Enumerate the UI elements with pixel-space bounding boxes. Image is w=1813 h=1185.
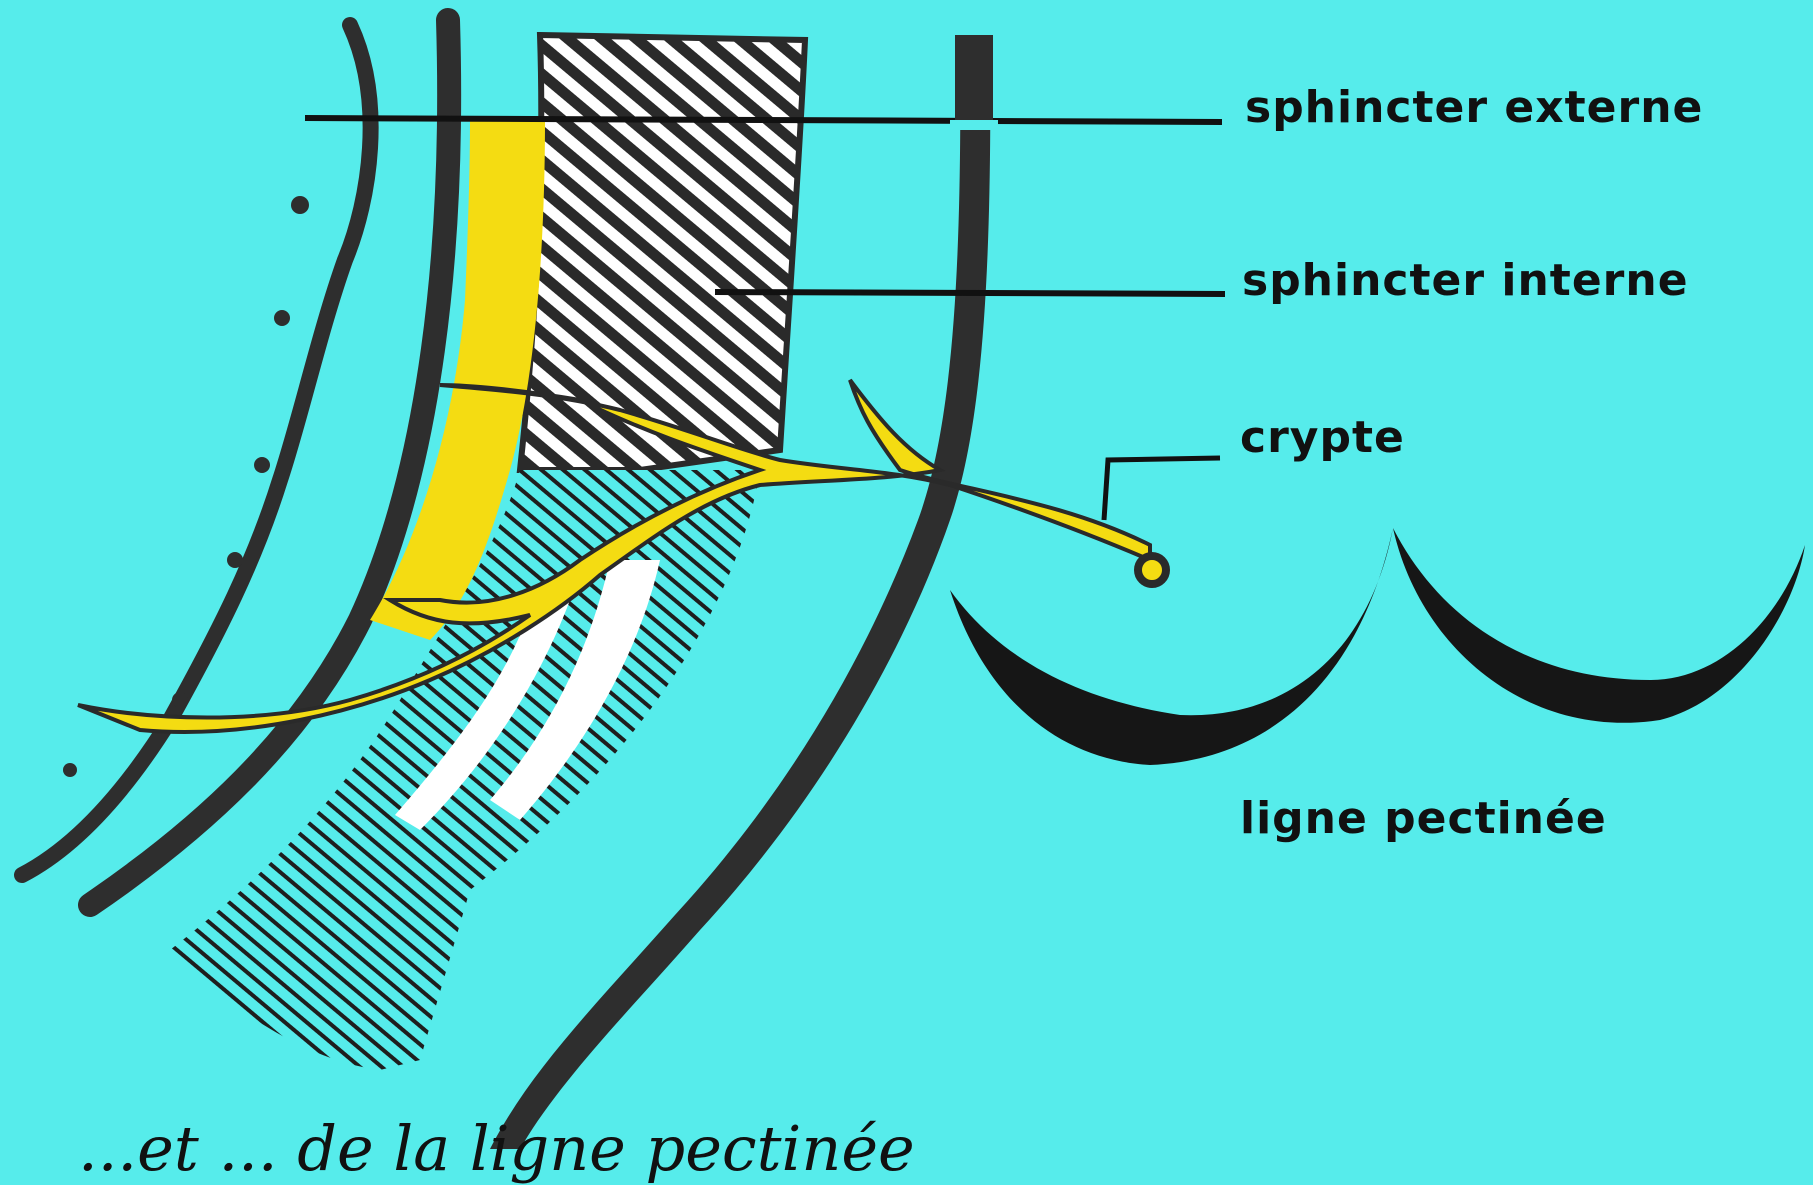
outer-wavy-line: [22, 25, 371, 875]
label-crypte: crypte: [1240, 412, 1405, 463]
leader-sphincter-interne: [715, 292, 1225, 294]
label-ligne-pectinee: ligne pectinée: [1240, 793, 1607, 844]
pectinate-scallops: [950, 528, 1805, 765]
leader-crypte: [1104, 458, 1220, 520]
crypt-opening: [1138, 556, 1166, 584]
label-sphincter-externe: sphincter externe: [1245, 82, 1703, 133]
label-sphincter-interne: sphincter interne: [1242, 255, 1689, 306]
upper-hatched-block: [520, 35, 805, 470]
anal-canal-diagram: sphincter externe sphincter interne cryp…: [0, 0, 1813, 1149]
diagram-drawing: [0, 0, 1813, 1149]
top-horizontal-line: [305, 118, 1222, 122]
